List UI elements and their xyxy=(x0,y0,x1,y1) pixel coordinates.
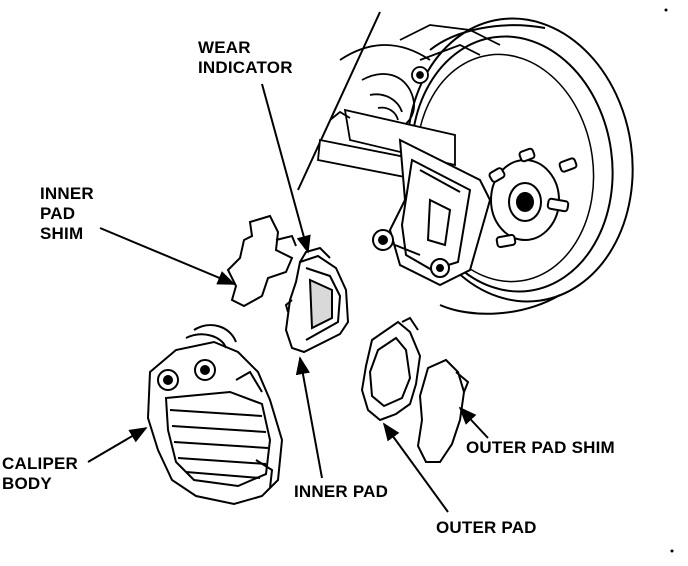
leader-lines xyxy=(87,83,489,513)
label-wear-indicator-line-2: INDICATOR xyxy=(198,58,293,77)
outer-pad-shim xyxy=(416,358,470,463)
wear-indicator-leader xyxy=(261,83,311,254)
label-outer-pad-shim-text: OUTER PAD SHIM xyxy=(466,438,615,457)
outer-pad-shim-leader xyxy=(458,406,489,439)
caliper-bracket xyxy=(372,138,492,287)
knuckle-and-axle xyxy=(297,11,501,191)
label-inner-pad-shim-line-3: SHIM xyxy=(40,224,84,243)
inner-pad-shim xyxy=(226,214,297,308)
label-outer-pad: OUTER PAD xyxy=(436,518,537,538)
outer-pad-leader xyxy=(382,422,449,513)
label-inner-pad-text: INNER PAD xyxy=(294,482,389,501)
caliper-body xyxy=(146,324,284,506)
label-inner-pad: INNER PAD xyxy=(294,482,388,502)
label-inner-pad-shim: INNER PAD SHIM xyxy=(40,184,94,244)
label-inner-pad-shim-line-1: INNER xyxy=(40,184,94,203)
label-wear-indicator: WEAR INDICATOR xyxy=(198,38,293,78)
inner-pad-leader xyxy=(295,356,323,479)
label-caliper-body-line-1: CALIPER xyxy=(2,454,79,473)
speck xyxy=(664,8,668,12)
outer-pad xyxy=(360,316,422,422)
inner-pad-shim-leader xyxy=(99,227,236,285)
label-caliper-body-line-2: BODY xyxy=(2,474,52,493)
speck xyxy=(670,549,674,553)
label-inner-pad-shim-line-2: PAD xyxy=(40,204,76,223)
label-wear-indicator-line-1: WEAR xyxy=(198,38,251,57)
label-outer-pad-shim: OUTER PAD SHIM xyxy=(466,438,615,458)
caliper-body-leader xyxy=(87,427,148,463)
wheel-studs xyxy=(488,147,578,249)
label-outer-pad-text: OUTER PAD xyxy=(436,518,537,537)
label-caliper-body: CALIPER BODY xyxy=(2,454,78,494)
inner-pad xyxy=(284,246,350,354)
